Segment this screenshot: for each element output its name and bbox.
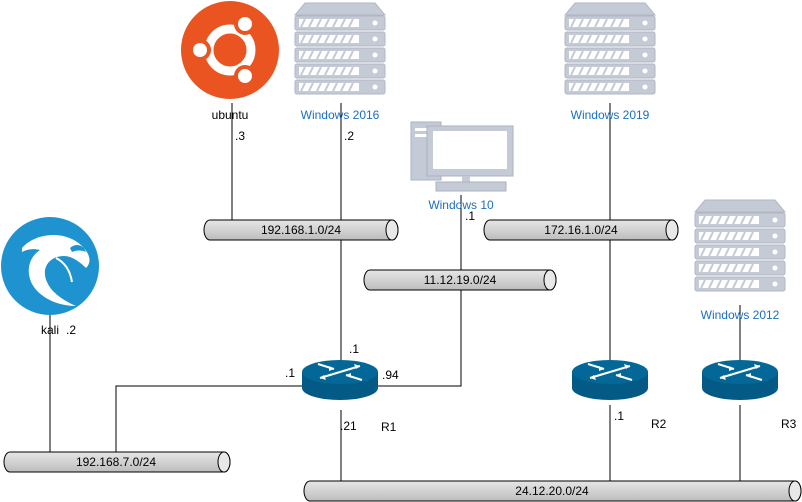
iface-label: .1: [465, 209, 475, 223]
router-r3[interactable]: R3: [701, 359, 797, 431]
iface-label-left: .1: [285, 366, 295, 380]
iface-label-top: .1: [349, 342, 359, 356]
wire-n4-r1: [115, 385, 302, 452]
segment-label: 172.16.1.0/24: [544, 223, 618, 237]
wire-n3-r1: [378, 290, 462, 387]
node-label: Windows 2012: [701, 308, 780, 322]
segment-label: 24.12.20.0/24: [515, 484, 589, 498]
ubuntu-logo-icon: [181, 1, 279, 99]
iface-label-bottom: .1: [614, 409, 624, 423]
segment-label: 192.168.7.0/24: [76, 455, 156, 469]
router-icon: [301, 359, 379, 401]
segment-192-168-7-0: 192.168.7.0/24: [3, 451, 231, 473]
router-icon: [571, 359, 649, 401]
segment-24-12-20-0: 24.12.20.0/24: [303, 480, 802, 502]
node-label: Windows 2016: [301, 108, 380, 122]
windows-2019-node[interactable]: Windows 2019: [565, 3, 655, 122]
kali-dragon-logo-icon: [1, 217, 99, 315]
windows-10-node[interactable]: Windows 10 .1: [410, 121, 514, 223]
kali-node[interactable]: kali .2: [1, 217, 99, 337]
iface-label-bottom: .21: [340, 419, 357, 433]
node-label: ubuntu: [212, 108, 249, 122]
segment-172-16-1-0: 172.16.1.0/24: [483, 219, 679, 241]
segment-192-168-1-0: 192.168.1.0/24: [203, 219, 399, 241]
segment-label: 11.12.19.0/24: [424, 273, 497, 287]
server-icon: [565, 3, 655, 94]
ubuntu-node[interactable]: ubuntu .3: [181, 1, 279, 143]
windows-2012-node[interactable]: Windows 2012: [695, 200, 785, 322]
server-icon: [695, 200, 785, 291]
router-label: R2: [651, 417, 667, 431]
iface-label: .2: [66, 323, 76, 337]
wires: [49, 103, 741, 482]
windows-2016-node[interactable]: Windows 2016 .2: [295, 3, 385, 143]
segment-label: 192.168.1.0/24: [261, 223, 341, 237]
server-icon: [295, 3, 385, 94]
node-label: Windows 10: [428, 198, 494, 212]
router-r2[interactable]: R2 .1: [571, 359, 667, 431]
iface-label-right: .94: [382, 368, 399, 382]
node-label: Windows 2019: [571, 108, 650, 122]
router-icon: [701, 359, 779, 401]
segment-11-12-19-0: 11.12.19.0/24: [363, 269, 557, 291]
router-label: R1: [381, 420, 397, 434]
iface-label: .2: [344, 129, 354, 143]
node-label: kali: [41, 323, 59, 337]
workstation-icon: [410, 121, 514, 192]
iface-label: .3: [235, 129, 245, 143]
router-r1[interactable]: R1 .1 .1 .94 .21: [285, 342, 399, 434]
router-label: R3: [781, 417, 797, 431]
